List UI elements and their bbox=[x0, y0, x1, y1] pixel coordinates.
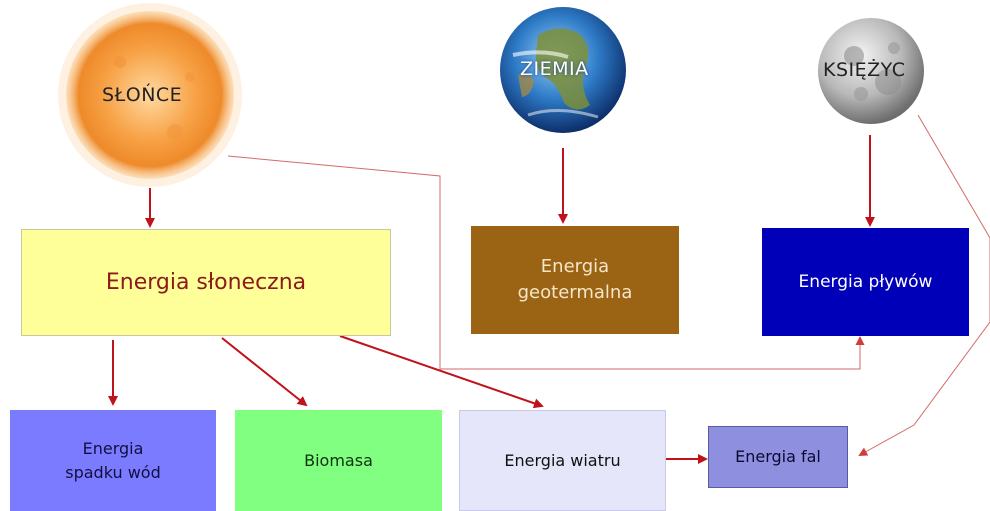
box-hydro-label: Energia spadku wód bbox=[65, 439, 161, 482]
box-solar-label: Energia słoneczna bbox=[105, 269, 307, 295]
box-biomass-label: Biomasa bbox=[304, 450, 373, 470]
box-wave-label: Energia fal bbox=[735, 447, 821, 467]
arrow-solar-biomass bbox=[221, 337, 308, 407]
box-wind-label: Energia wiatru bbox=[504, 450, 621, 470]
box-solar-energy: Energia słoneczna bbox=[21, 229, 391, 336]
box-geothermal-label: Energia geotermalna bbox=[517, 255, 633, 303]
sun-label: SŁOŃCE bbox=[102, 84, 183, 106]
line-sun-tidal bbox=[227, 155, 865, 370]
box-tidal-energy: Energia pływów bbox=[762, 228, 969, 336]
arrow-solar-wind bbox=[339, 335, 544, 409]
box-geothermal-energy: Energia geotermalna bbox=[471, 226, 679, 334]
moon-label: KSIĘŻYC bbox=[823, 59, 906, 81]
earth-image bbox=[500, 7, 626, 133]
line-moon-waves bbox=[858, 114, 990, 456]
box-wind-energy: Energia wiatru bbox=[459, 410, 666, 511]
box-hydro-energy: Energia spadku wód bbox=[10, 410, 216, 511]
box-tidal-label: Energia pływów bbox=[798, 271, 933, 292]
box-biomass: Biomasa bbox=[235, 410, 442, 511]
box-wave-energy: Energia fal bbox=[708, 426, 848, 488]
earth-label: ZIEMIA bbox=[520, 58, 589, 80]
sun-image bbox=[58, 3, 242, 187]
moon-image bbox=[818, 18, 924, 124]
